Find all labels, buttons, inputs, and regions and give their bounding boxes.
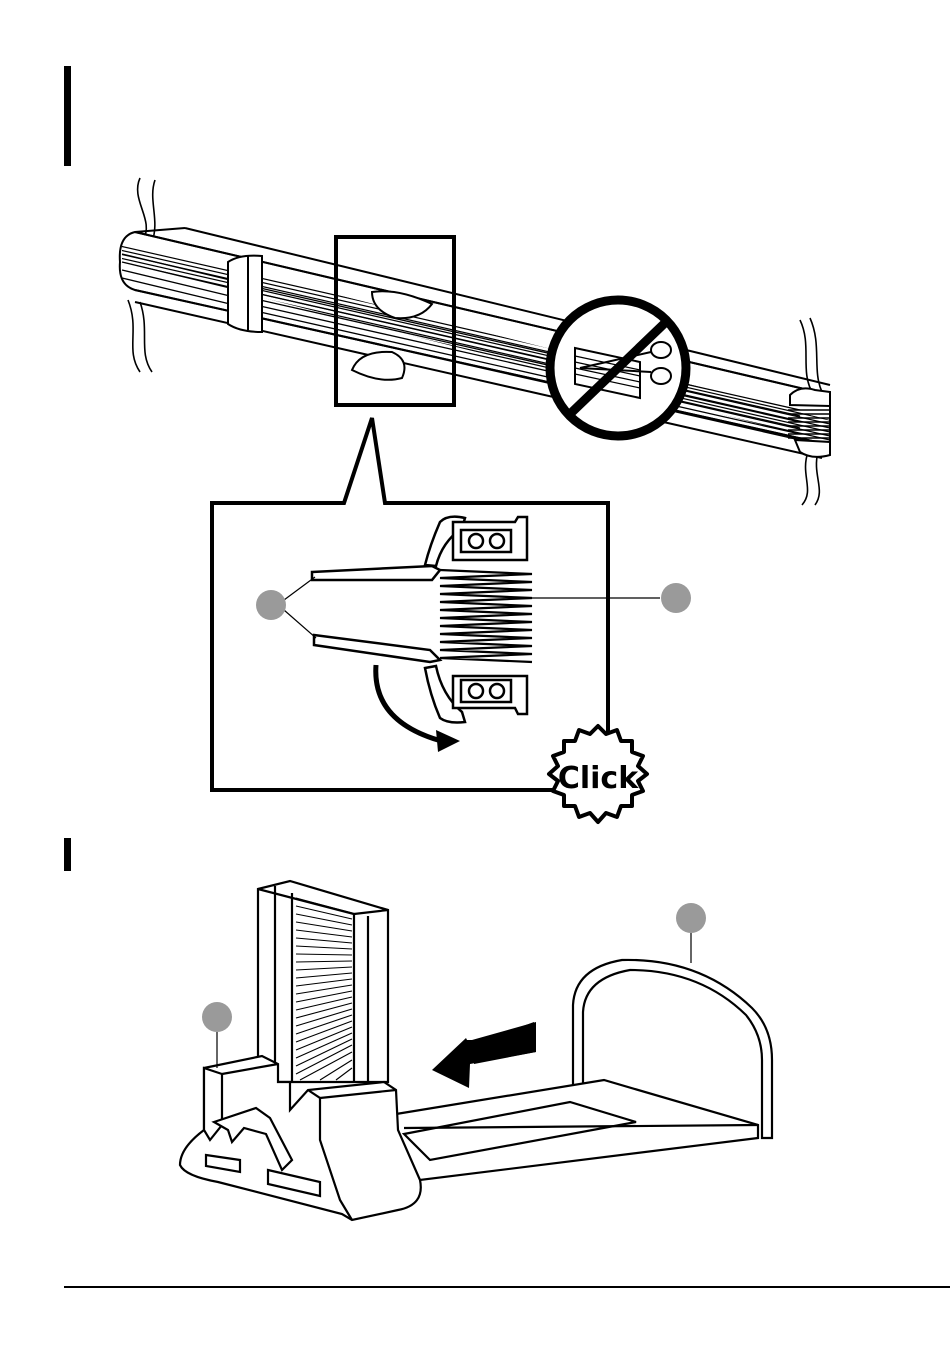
callout-marker-front [202, 1002, 232, 1032]
click-badge: Click [549, 726, 647, 822]
callout-marker-left [256, 590, 286, 620]
footer-rule [64, 1286, 950, 1288]
callout-marker-back [676, 903, 706, 933]
cable-channel [120, 178, 830, 505]
click-label: Click [558, 761, 639, 796]
base-plate [390, 1080, 758, 1180]
callout-marker-right [661, 583, 691, 613]
no-scissors-icon [550, 300, 686, 436]
push-arrow-icon [432, 1022, 536, 1088]
front-post [258, 881, 388, 1082]
zip-tie [228, 255, 262, 332]
